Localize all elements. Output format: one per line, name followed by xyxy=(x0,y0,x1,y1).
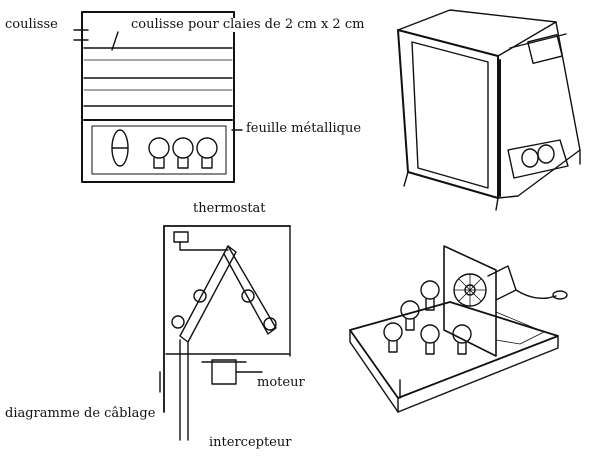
bulb-row-section xyxy=(148,137,218,169)
label-moteur: moteur xyxy=(256,375,306,390)
cabinet-perspective-drawing xyxy=(397,9,581,211)
label-coulisse: coulisse xyxy=(4,17,59,32)
bulb-grid-perspective xyxy=(383,280,472,355)
label-diagramme-cablage: diagramme de câblage xyxy=(4,406,157,421)
label-feuille-metallique: feuille métallique xyxy=(245,121,363,136)
label-coulisse-claies: coulisse pour claies de 2 cm x 2 cm xyxy=(130,17,366,32)
wiring-diagram-drawing xyxy=(159,225,291,441)
label-thermostat: thermostat xyxy=(192,201,267,216)
cabinet-section-drawing xyxy=(73,11,243,183)
label-intercepteur: intercepteur xyxy=(208,435,293,450)
bulb-base-drawing xyxy=(349,245,568,413)
